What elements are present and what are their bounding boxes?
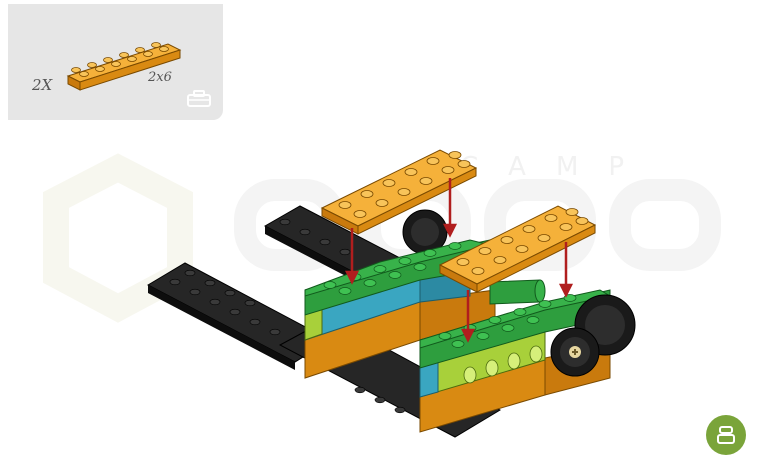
toolbox-icon [716, 425, 736, 445]
toolbox-button[interactable] [706, 415, 746, 455]
orange-plate-top-left [322, 150, 476, 234]
green-axle-connector [490, 280, 545, 304]
